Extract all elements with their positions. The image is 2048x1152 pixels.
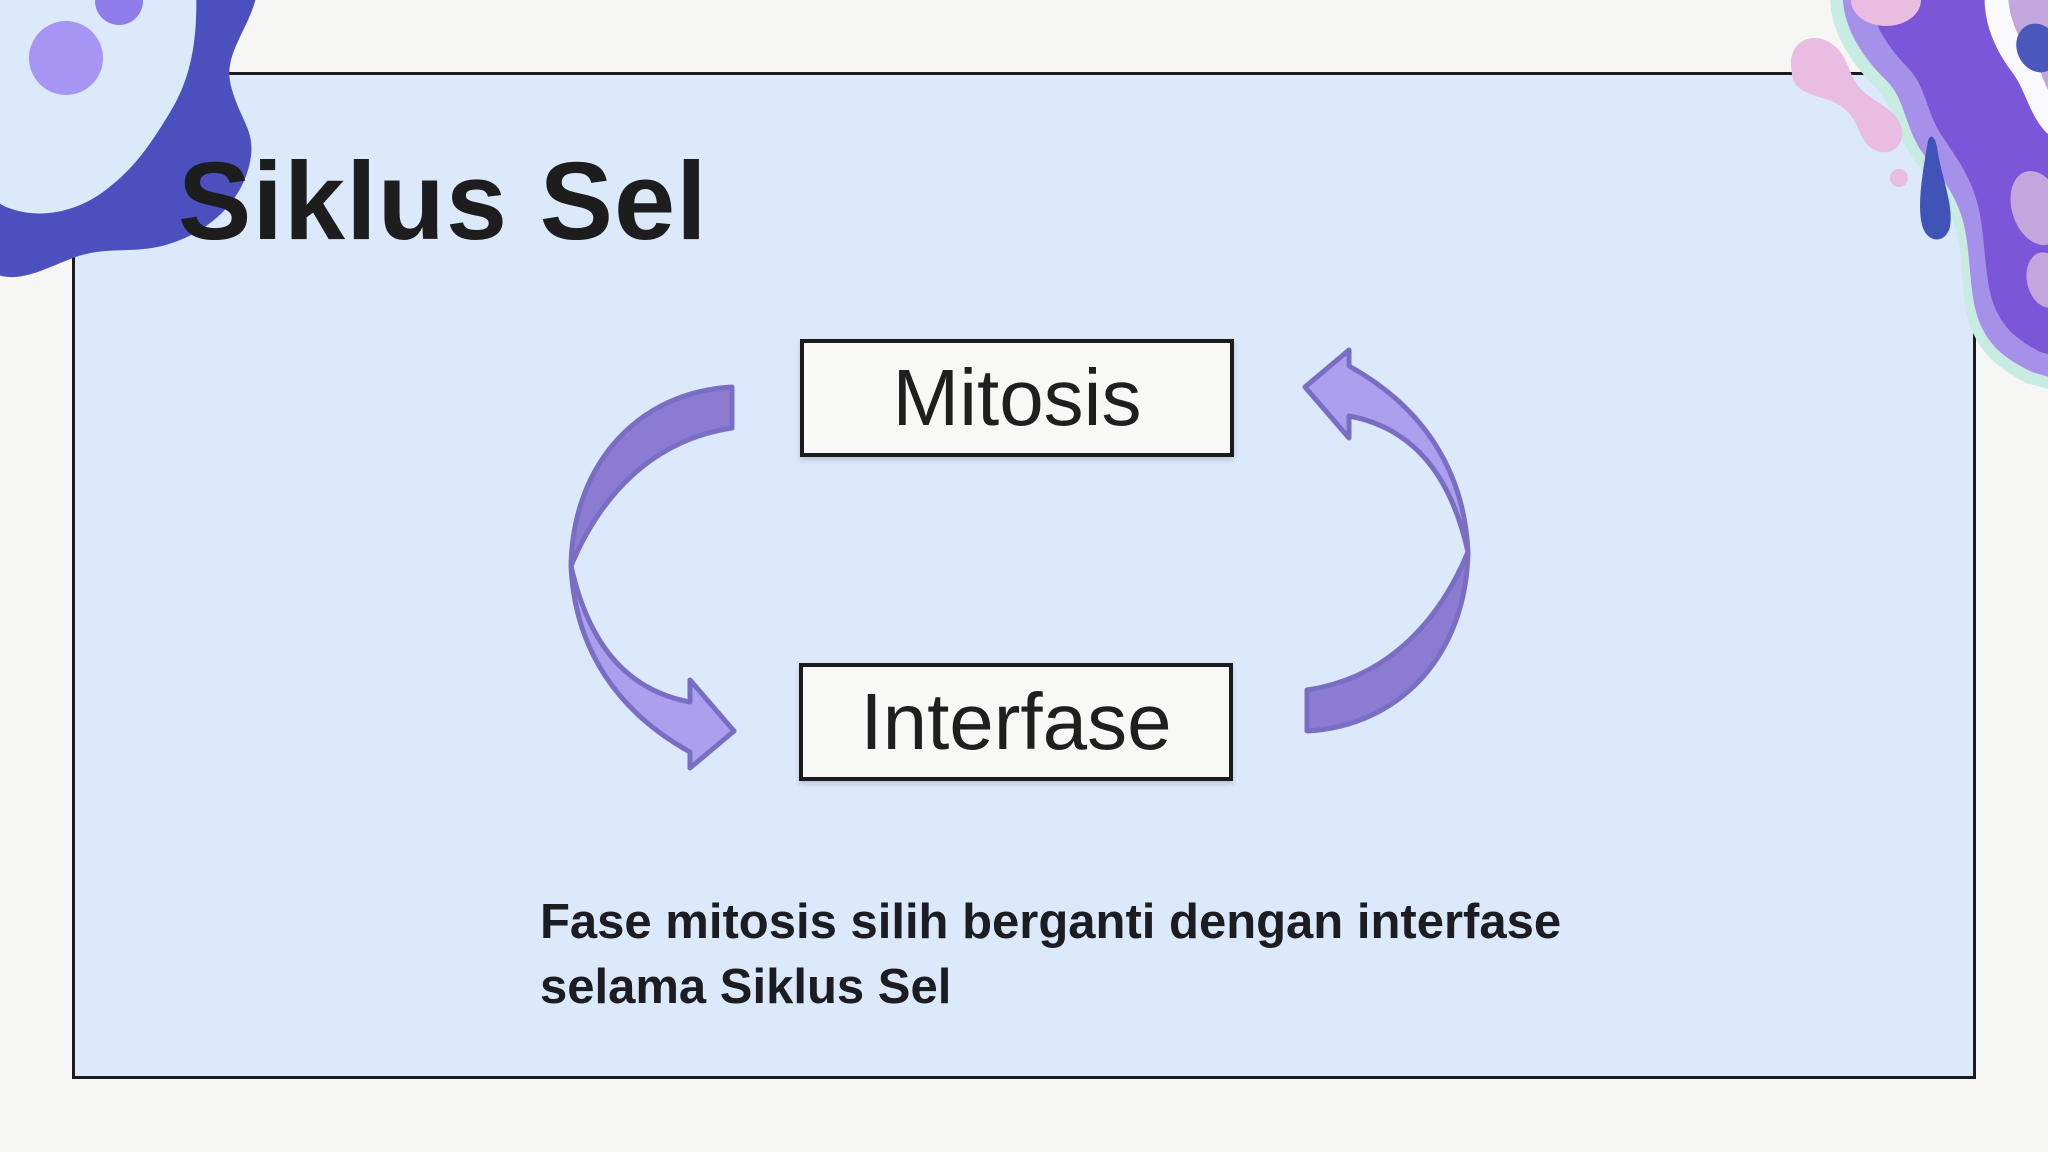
blob-circle-small [95,0,143,25]
caption-line-1: Fase mitosis silih berganti dengan inter… [540,895,1562,949]
splash-indigo-core [2016,23,2048,73]
slide-panel [72,72,1976,1079]
node-mitosis-label: Mitosis [892,353,1142,442]
slide-title: Siklus Sel [178,140,708,263]
splash-mauve-blob-upper [2010,171,2048,245]
splash-white-band [1984,0,2048,134]
splash-mauve-band [2008,0,2048,90]
caption-line-2: selama Siklus Sel [540,960,952,1014]
node-interfase: Interfase [799,663,1233,781]
node-interfase-label: Interfase [860,677,1172,766]
splash-pink-top-blob [1851,0,1921,26]
caption: Fase mitosis silih berganti dengan inter… [540,890,1561,1020]
splash-mauve-blob-lower [2026,252,2048,308]
node-mitosis: Mitosis [800,339,1234,457]
